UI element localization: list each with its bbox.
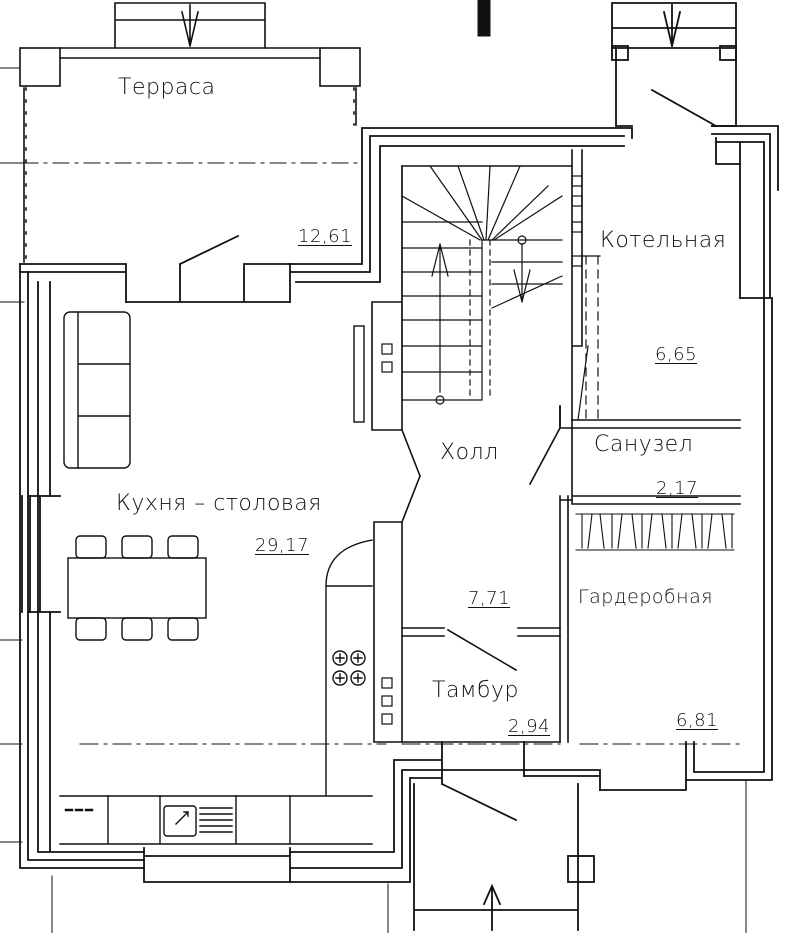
interior-walls — [371, 149, 741, 743]
terrace-name: Терраса — [118, 75, 216, 100]
kitchen-worktop — [59, 539, 373, 797]
terrace-column-left — [19, 47, 61, 87]
kitchen-window-left — [21, 495, 41, 613]
terrace-edge — [23, 87, 357, 263]
outer-walls — [19, 2, 779, 931]
wardrobe-area-value: 6,81 — [676, 710, 719, 731]
terrace-step-arrow — [181, 4, 199, 47]
wardrobe-name: Гардеробная — [578, 586, 713, 608]
boiler-step-arrow — [662, 4, 682, 47]
terrace-beam — [59, 47, 321, 59]
sink — [163, 805, 233, 837]
dining-table — [67, 535, 207, 641]
terrace-area-value: 12,61 — [298, 226, 353, 247]
kitchen-furniture — [59, 311, 373, 845]
vestibule-name: Тамбур — [432, 678, 519, 703]
hall-area-value: 7,71 — [468, 588, 511, 609]
staircase — [401, 165, 583, 405]
kitchen-area-value: 29,17 — [255, 535, 310, 556]
kitchen-name: Кухня – столовая — [116, 491, 322, 516]
entrance-column — [567, 855, 595, 883]
vestibule-door — [446, 627, 561, 672]
terrace-door — [125, 234, 291, 303]
stove — [332, 650, 366, 686]
hall-door — [400, 428, 422, 524]
boiler-door — [650, 88, 741, 165]
entrance-door — [440, 741, 525, 822]
bathroom-area-value: 2,17 — [656, 478, 699, 499]
wardrobe-rail — [575, 513, 735, 551]
axis-lines — [0, 0, 747, 933]
tv — [353, 325, 365, 423]
vestibule-area-value: 2,94 — [508, 716, 551, 737]
entrance-steps — [413, 783, 579, 931]
stair-down-arrow — [513, 243, 531, 303]
boiler-area-value: 6,65 — [655, 344, 698, 365]
boiler-name: Котельная — [600, 228, 727, 253]
stair-up-arrow — [431, 243, 449, 393]
boiler-equipment — [577, 255, 601, 421]
terrace-area — [19, 2, 361, 263]
hall-name: Холл — [440, 440, 499, 465]
kitchen-window-bottom — [143, 847, 291, 883]
wall-outlets — [381, 343, 393, 725]
terrace-column-right — [319, 47, 361, 87]
bathroom-name: Санузел — [594, 432, 694, 457]
bathroom-door — [528, 405, 562, 486]
sofa — [63, 311, 131, 469]
